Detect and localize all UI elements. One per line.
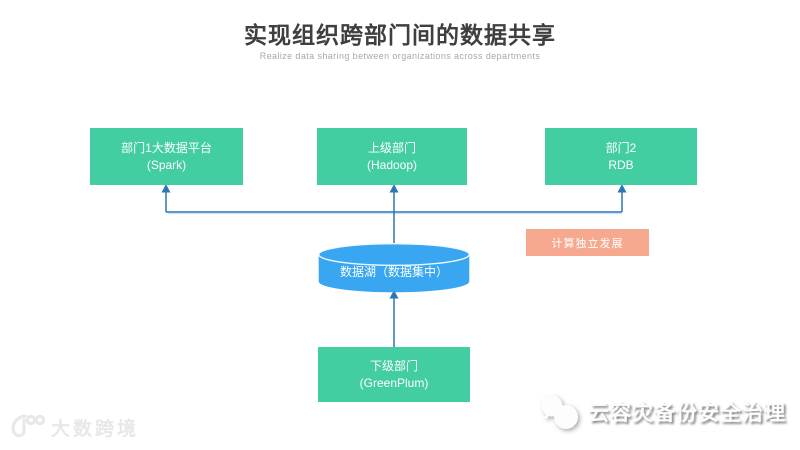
node-label: 部门2 — [605, 140, 637, 155]
node-dept1-bigdata-platform: 部门1大数据平台 (Spark) — [90, 128, 243, 185]
node-sublabel: (Spark) — [146, 157, 187, 172]
brand-watermark-right: 云容灾备份安全治理 — [538, 394, 786, 430]
arrowhead-dept1 — [161, 184, 171, 193]
arrowhead-parent — [389, 184, 399, 193]
page-title: 实现组织跨部门间的数据共享 — [244, 22, 556, 48]
cylinder-shape-icon — [318, 243, 470, 293]
node-parent-department: 上级部门 (Hadoop) — [317, 128, 467, 185]
node-label: 下级部门 — [369, 358, 418, 373]
brand-logo-icon — [11, 414, 46, 438]
node-sublabel: (GreenPlum) — [359, 375, 429, 390]
brand-watermark-left: 大数跨境 — [8, 412, 139, 442]
arrowhead-dept2 — [617, 184, 627, 193]
node-data-lake-cylinder: 数据湖（数据集中） — [318, 243, 470, 293]
data-lake-label: 数据湖（数据集中） — [339, 265, 448, 279]
node-label: 上级部门 — [367, 140, 416, 155]
note-compute-independent: 计算独立发展 — [526, 229, 649, 256]
arrowhead-lake — [389, 290, 399, 299]
chat-bubbles-icon — [541, 395, 578, 429]
node-label: 部门1大数据平台 — [121, 140, 212, 155]
brand-name-right: 云容灾备份安全治理 — [588, 402, 786, 425]
node-sublabel: RDB — [608, 157, 634, 172]
brand-name-left: 大数跨境 — [51, 418, 140, 440]
page-subtitle: Realize data sharing between organizatio… — [259, 51, 541, 61]
node-dept2-rdb: 部门2 RDB — [545, 128, 697, 185]
node-sublabel: (Hadoop) — [366, 157, 418, 172]
node-child-department: 下级部门 (GreenPlum) — [318, 347, 470, 402]
